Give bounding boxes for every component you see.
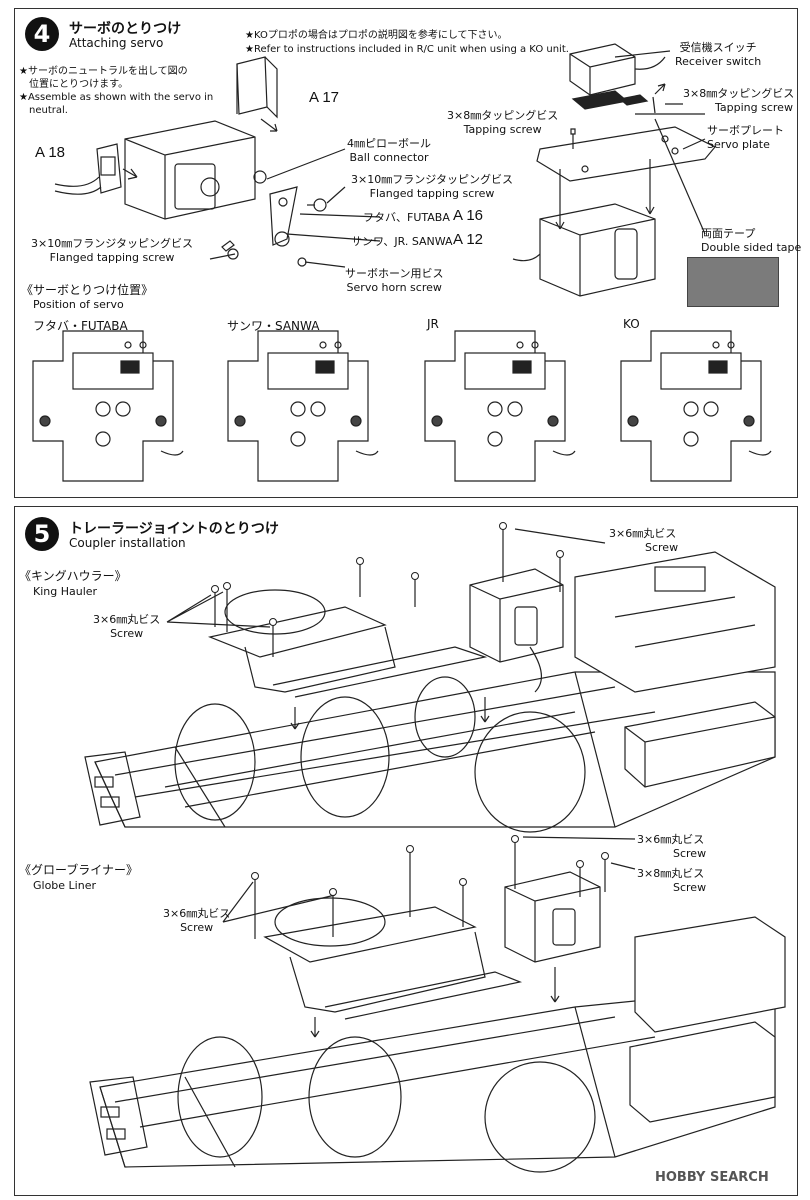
brand-futaba: フタバ・FUTABA [33, 319, 128, 333]
brand-jr: JR [427, 317, 439, 331]
part-a17: A 17 [309, 89, 340, 106]
step-title-jp: サーボのとりつけ [69, 21, 182, 37]
globe-liner-title-en: Globe Liner [33, 879, 97, 892]
position-title-en: Position of servo [33, 298, 124, 311]
brand-sanwa: サンワ・SANWA [227, 319, 320, 333]
king-hauler-title-en: King Hauler [33, 585, 98, 598]
step-5-panel: 5 トレーラージョイントのとりつけ Coupler installation 《… [14, 506, 798, 1196]
part-a16: A 16 [453, 207, 484, 224]
servo-position-plate [424, 330, 576, 482]
servo-position-plate [227, 330, 379, 482]
brand-ko: KO [623, 317, 640, 331]
step-4-drawing [32, 43, 772, 482]
step-number-badge: 4 [25, 17, 59, 51]
position-title-jp: 《サーボとりつけ位置》 [21, 283, 154, 297]
double-sided-tape-swatch [687, 257, 779, 307]
part-a18: A 18 [35, 144, 66, 161]
step-number-badge: 5 [25, 517, 59, 551]
step-title-en: Attaching servo [69, 36, 164, 50]
ko-note-en: ★Refer to instructions included in R/C u… [245, 44, 569, 55]
servo-position-plate [32, 330, 184, 482]
neutral-note-jp: ★サーボのニュートラルを出して図の位置にとりつけます。 [19, 66, 188, 90]
globe-liner-title-jp: 《グローブライナー》 [19, 863, 139, 877]
futaba-label: フタバ、FUTABA [363, 211, 450, 224]
part-a12: A 12 [453, 231, 484, 248]
king-hauler-title-jp: 《キングハウラー》 [19, 569, 127, 583]
step-4-panel: 4 サーボのとりつけ Attaching servo ★サーボのニュートラルを出… [14, 8, 802, 498]
step-title-jp: トレーラージョイントのとりつけ [69, 521, 279, 537]
step-title-en: Coupler installation [69, 536, 186, 550]
step-5-drawing [84, 522, 786, 1173]
sanwa-label: サンワ、JR. SANWA [351, 235, 453, 248]
watermark: HOBBY SEARCH [655, 1170, 769, 1185]
servo-position-plate [620, 330, 772, 482]
ko-note-jp: ★KOプロポの場合はプロポの説明図を参考にして下さい。 [245, 30, 508, 41]
